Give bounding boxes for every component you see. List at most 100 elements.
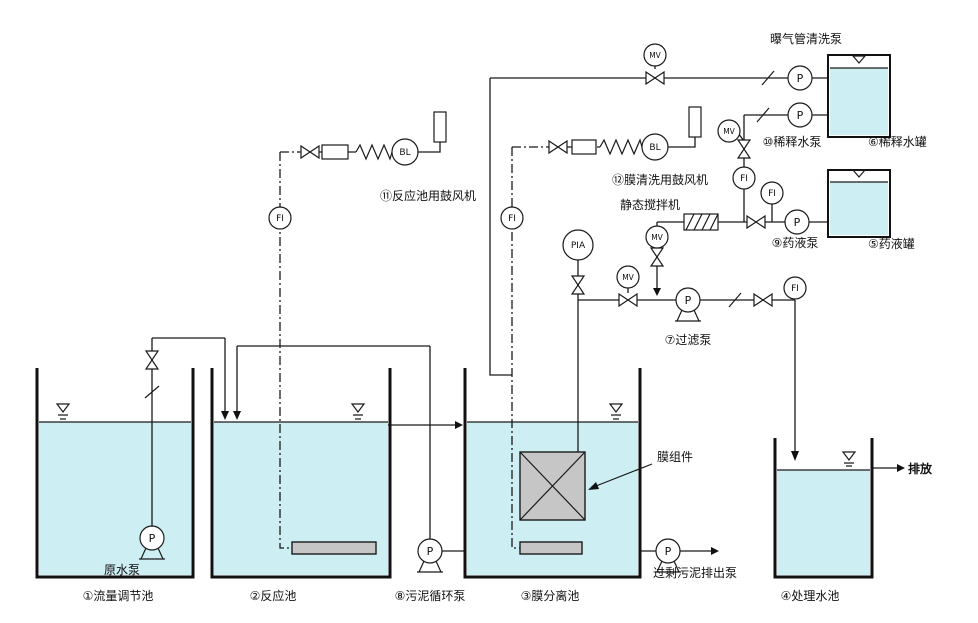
arrow-overflow	[455, 421, 463, 429]
motor-valve-actuator	[616, 265, 640, 289]
water-chemical-tank	[830, 182, 888, 235]
label-aeration-cleaning-pump: 曝气管清洗泵	[770, 31, 842, 46]
dilution-water-tank	[827, 54, 891, 138]
fi-symbol: FI	[740, 174, 748, 184]
pipe-aeration-cleaning-drop	[489, 78, 512, 376]
arrow-sludge-return	[233, 411, 241, 420]
flex-connector-icon	[355, 143, 393, 161]
valve-icon	[300, 144, 320, 160]
membrane-pointer-line	[595, 463, 653, 487]
pipe-treated-water	[700, 299, 796, 452]
mv-symbol: MV	[723, 127, 735, 136]
motor-valve-icon	[645, 70, 665, 86]
pipe-dilution-water	[743, 114, 828, 222]
membrane-module-cross	[519, 451, 586, 521]
valve-icon	[144, 350, 160, 370]
reaction-tank	[210, 368, 392, 579]
blower1-symbol: BL	[399, 148, 410, 158]
arrow-into-reaction-tank	[221, 411, 229, 420]
label-chemical-pump: ⑨药液泵	[772, 235, 819, 250]
raw-water-pump	[139, 525, 165, 551]
check-valve-icon	[728, 292, 742, 308]
membrane-separation-tank	[463, 368, 642, 579]
pump-base	[655, 560, 681, 573]
pump-base	[139, 547, 165, 560]
label-dilution-pump: ⑩稀释水泵	[763, 135, 822, 149]
level-indicator-icon	[841, 451, 857, 467]
pump-base	[675, 309, 701, 322]
sludge-pump-symbol: P	[427, 545, 434, 558]
label-reaction-blower: ⑪反应池用鼓风机	[380, 188, 476, 203]
valve-icon	[746, 214, 766, 230]
membrane-pointer-arrow	[588, 482, 599, 490]
mv-symbol: MV	[622, 273, 634, 282]
chemical-pump	[784, 209, 810, 235]
check-valve-icon	[761, 70, 775, 86]
chemical-pump-symbol: P	[794, 216, 801, 229]
flow-indicator	[500, 206, 524, 230]
arrow-treated-water	[791, 451, 799, 461]
intake-filter-icon	[688, 106, 702, 138]
label-raw-pump: 原水泵	[104, 563, 140, 577]
check-valve-icon	[144, 385, 160, 399]
blower2-symbol: BL	[649, 143, 660, 153]
filtration-pump-symbol: P	[685, 294, 692, 307]
flow-indicator	[268, 206, 292, 230]
label-excess-pump: 过剩污泥排出泵	[653, 566, 737, 580]
excess-pump-symbol: P	[665, 545, 672, 558]
pump-base	[417, 560, 443, 573]
pipe-raw-water-to-reaction	[152, 337, 226, 412]
water-treated-tank	[777, 470, 870, 575]
flex-connector-icon	[599, 138, 643, 156]
level-indicator-icon	[55, 403, 71, 420]
excess-sludge-pump	[655, 538, 681, 564]
membrane-cleaning-blower	[641, 133, 669, 161]
label-dilution-tank: ⑥稀释水罐	[868, 135, 927, 149]
motor-valve-actuator	[717, 119, 741, 143]
flow-indicator	[783, 276, 807, 300]
raw-water-pump-symbol: P	[149, 532, 156, 545]
label-reaction-tank: ②反应池	[250, 588, 297, 603]
diffuser-membrane-tank	[519, 541, 583, 555]
label-chemical-tank: ⑤药液罐	[868, 236, 915, 251]
intake-filter-icon	[433, 111, 447, 143]
fi-symbol: FI	[508, 214, 516, 224]
mv-symbol: MV	[651, 233, 663, 242]
label-treated-tank: ④处理水池	[781, 589, 840, 603]
dilution-pump-symbol: P	[797, 109, 804, 122]
check-valve-icon	[756, 107, 770, 123]
filtration-pump	[675, 287, 701, 313]
level-indicator-icon	[851, 169, 867, 178]
level-indicator-icon	[350, 403, 366, 420]
aeration-cleaning-pump	[787, 65, 813, 91]
arrow-excess-sludge	[711, 547, 719, 555]
valve-icon	[570, 275, 586, 295]
label-membrane-tank: ③膜分离池	[521, 588, 580, 603]
motor-valve-icon	[618, 292, 638, 308]
fi-symbol: FI	[791, 284, 799, 294]
fi-symbol: FI	[768, 189, 776, 199]
dilution-water-pump	[787, 102, 813, 128]
level-indicator-icon	[608, 403, 624, 420]
motor-valve-icon	[649, 247, 665, 267]
arrow-discharge	[897, 464, 905, 472]
label-membrane-blower: ⑫膜清洗用鼓风机	[612, 173, 708, 187]
motor-valve-actuator	[643, 43, 667, 67]
flow-regulation-tank	[35, 368, 195, 579]
motor-valve-icon	[736, 139, 752, 159]
arrow-chemical-injection	[653, 288, 661, 296]
label-discharge: 排放	[908, 461, 933, 476]
pipe-sludge-return	[236, 345, 431, 539]
flow-indicator	[732, 166, 756, 190]
filter-icon	[571, 139, 597, 155]
air-pipe-reaction-drop	[279, 152, 292, 549]
label-filtration-pump: ⑦过滤泵	[665, 333, 712, 347]
water-flow-tank	[39, 422, 191, 575]
static-mixer-hatch	[685, 213, 719, 231]
pressure-indicator-alarm	[562, 229, 594, 261]
level-indicator-icon	[851, 55, 867, 64]
mv-symbol: MV	[649, 51, 661, 60]
motor-valve-actuator	[645, 225, 669, 249]
